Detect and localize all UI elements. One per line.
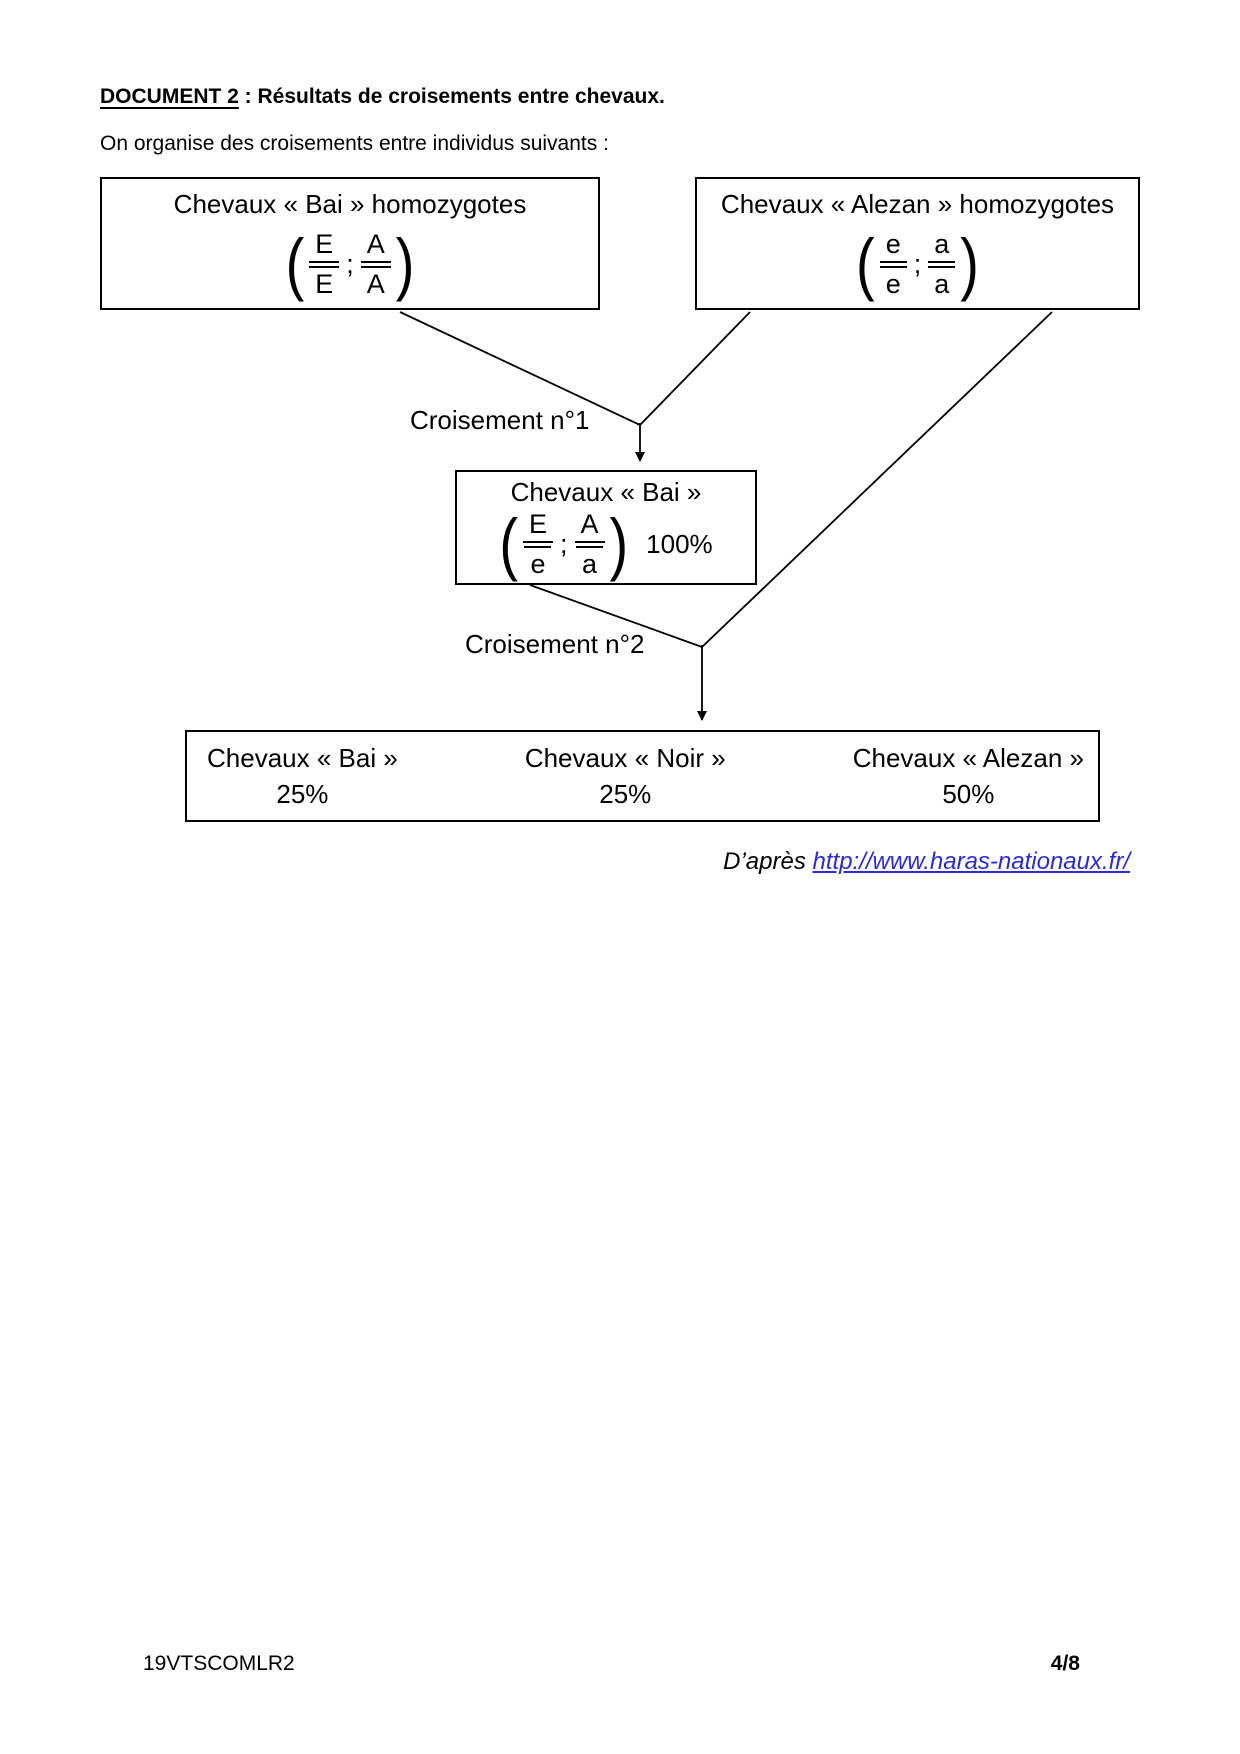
paren-open: ( (285, 224, 305, 302)
allele-top: e (879, 230, 907, 263)
allele-bottom: E (309, 265, 340, 298)
footer-reference: 19VTSCOMLR2 (143, 1652, 295, 1675)
f1-title: Chevaux « Bai » (510, 477, 702, 508)
result-percent: 25% (276, 778, 329, 809)
allele-top: E (309, 230, 340, 263)
allele-pair-extension: e e (879, 230, 907, 298)
result-title: Chevaux « Bai » (207, 742, 398, 773)
allele-top: A (574, 510, 605, 543)
f1-genotype: ( E e ; A a ) (499, 504, 629, 582)
allele-bottom: a (575, 545, 604, 578)
document-heading: DOCUMENT 2 : Résultats de croisements en… (100, 85, 665, 109)
genotype-separator: ; (913, 248, 922, 279)
crossing-diagram: Chevaux « Bai » homozygotes ( E E ; A A … (100, 177, 1140, 827)
result-cell-alezan: Chevaux « Alezan » 50% (853, 744, 1084, 808)
result-title: Chevaux « Noir » (524, 742, 726, 773)
result-title: Chevaux « Alezan » (852, 742, 1084, 773)
intro-text: On organise des croisements entre indivi… (100, 132, 609, 155)
attribution-link[interactable]: http://www.haras-nationaux.fr/ (812, 848, 1130, 875)
allele-pair-extension: E e (522, 510, 553, 578)
cross2-label: Croisement n°2 (465, 629, 645, 659)
parent-bai-title: Chevaux « Bai » homozygotes (173, 189, 527, 220)
allele-top: a (928, 230, 956, 263)
result-cell-noir: Chevaux « Noir » 25% (525, 744, 726, 808)
allele-pair-agouti: a a (928, 230, 956, 298)
allele-pair-agouti: A A (360, 230, 391, 298)
result-cell-bai: Chevaux « Bai » 25% (207, 744, 398, 808)
crossing-lines-and-arrows (399, 311, 1053, 721)
f1-percent: 100% (646, 528, 713, 559)
allele-bottom: e (879, 265, 907, 298)
paren-open: ( (499, 504, 518, 582)
allele-top: E (522, 510, 553, 543)
result-percent: 25% (599, 778, 652, 809)
result-percent: 50% (942, 778, 995, 809)
document-title: : Résultats de croisements entre chevaux… (238, 85, 665, 108)
allele-bottom: a (928, 265, 956, 298)
paren-open: ( (856, 224, 875, 302)
cross1-label: Croisement n°1 (410, 405, 590, 435)
genotype-separator: ; (346, 248, 354, 279)
allele-top: A (360, 230, 391, 263)
genotype-separator: ; (559, 528, 568, 559)
attribution-prefix: D’après (723, 848, 813, 875)
source-attribution: D’après http://www.haras-nationaux.fr/ (723, 848, 1130, 876)
parent-bai-box: Chevaux « Bai » homozygotes ( E E ; A A … (100, 177, 600, 310)
f1-bai-box: Chevaux « Bai » ( E e ; A a ) 100% (455, 470, 757, 585)
paren-close: ) (609, 504, 629, 582)
parent-bai-genotype: ( E E ; A A ) (285, 224, 415, 302)
f1-genotype-row: ( E e ; A a ) 100% (499, 504, 713, 582)
allele-bottom: A (360, 265, 391, 298)
allele-pair-extension: E E (309, 230, 340, 298)
allele-bottom: e (524, 545, 552, 578)
paren-close: ) (960, 224, 979, 302)
results-box: Chevaux « Bai » 25% Chevaux « Noir » 25%… (185, 730, 1100, 822)
parent-alezan-title: Chevaux « Alezan » homozygotes (720, 189, 1115, 220)
document-number-label: DOCUMENT 2 (100, 85, 239, 108)
parent-alezan-box: Chevaux « Alezan » homozygotes ( e e ; a… (695, 177, 1140, 310)
paren-close: ) (395, 224, 415, 302)
parent-alezan-genotype: ( e e ; a a ) (856, 224, 979, 302)
allele-pair-agouti: A a (574, 510, 605, 578)
footer-page-number: 4/8 (1050, 1652, 1080, 1675)
